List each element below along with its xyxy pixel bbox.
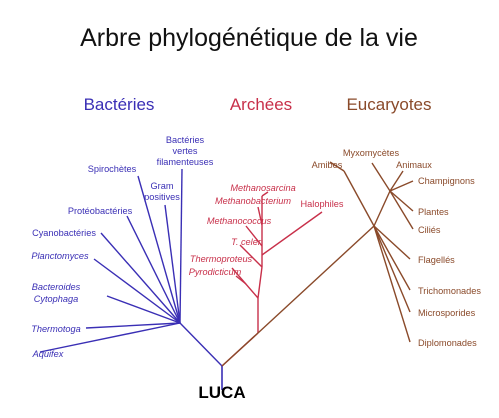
branch-champignons [389, 180, 414, 192]
branch-eukaryota-node [373, 190, 391, 227]
group-heading-eukaryota: Eucaryotes [346, 95, 431, 114]
branch-halophiles [261, 211, 323, 256]
diagram-title: Arbre phylogénétique de la vie [80, 24, 418, 52]
branch-bacteries-vertes [179, 168, 183, 324]
branch-thermotoga [85, 322, 181, 329]
leaf-bacteries-vertes-3: filamenteuses [157, 157, 214, 167]
branch-planctomyces [93, 258, 181, 324]
branch-spirochetes [137, 175, 181, 324]
branch-gram-positives [164, 204, 181, 324]
leaf-aquifex: Aquifex [32, 349, 64, 359]
leaf-bacteroides: Bacteroides [32, 282, 81, 292]
branch-methanosarcina [261, 191, 269, 197]
branch-diplomonades [373, 225, 411, 343]
branch-trichomonades [373, 225, 411, 291]
leaf-halophiles: Halophiles [301, 199, 344, 209]
leaf-amibes: Amibes [312, 160, 343, 170]
branch-bacteria-trunk [179, 322, 223, 367]
leaf-myxomycetes: Myxomycètes [343, 148, 400, 158]
leaf-diplomonades: Diplomonades [418, 338, 477, 348]
leaf-thermoproteus: Thermoproteus [190, 254, 253, 264]
branch-methanococcus [245, 225, 263, 247]
branch-cyanobacteries [100, 232, 181, 324]
branch-shared-trunk [221, 332, 259, 367]
branch-proteobacteries [126, 215, 181, 324]
branch-flagelles [373, 225, 411, 260]
leaf-spirochetes: Spirochètes [88, 164, 137, 174]
root-label-luca: LUCA [198, 383, 245, 402]
leaf-proteobacteries: Protéobactéries [68, 206, 133, 216]
leaf-gram-2: positives [144, 192, 180, 202]
leaf-cytophaga: Cytophaga [34, 294, 78, 304]
branch-amibes [343, 170, 375, 227]
leaf-cyanobacteries: Cyanobactéries [32, 228, 96, 238]
leaf-plantes: Plantes [418, 207, 449, 217]
leaf-trichomonades: Trichomonades [418, 286, 481, 296]
leaf-champignons: Champignons [418, 176, 475, 186]
branch-myxomycetes [371, 162, 391, 192]
group-heading-archaea: Archées [230, 95, 292, 114]
leaf-bacteries-vertes-2: vertes [172, 146, 197, 156]
branch-microsporides [373, 225, 411, 313]
branch-archaea-node [257, 266, 263, 299]
branch-bacteroides [106, 295, 181, 324]
leaf-pyrodicticum: Pyrodicticum [189, 267, 242, 277]
group-heading-bacteria: Bactéries [84, 95, 155, 114]
branch-aquifex [39, 322, 181, 353]
leaf-thermotoga: Thermotoga [31, 324, 81, 334]
leaf-bacteries-vertes-1: Bactéries [166, 135, 205, 145]
branch-cilies [389, 190, 414, 230]
branch-pyrodicticum [235, 275, 247, 285]
leaf-methanosarcina: Methanosarcina [230, 183, 295, 193]
leaf-animaux: Animaux [396, 160, 432, 170]
branch-amibes-tip [329, 161, 345, 172]
leaf-flagelles: Flagellés [418, 255, 455, 265]
branch-eukaryota-trunk [257, 225, 375, 334]
leaf-cilies: Ciliés [418, 225, 441, 235]
branch-plantes [389, 190, 414, 212]
branch-methanobacterium [257, 206, 263, 226]
bacteria-branches [39, 168, 223, 367]
branch-animaux [389, 170, 404, 192]
eukaryota-branches [221, 161, 414, 367]
eukaryota-labels: Myxomycètes Amibes Animaux Champignons P… [312, 148, 482, 348]
leaf-methanobacterium: Methanobacterium [215, 196, 291, 206]
bacteria-labels: Bactéries vertes filamenteuses Spirochèt… [31, 135, 214, 359]
leaf-t-celer: T. celer [231, 237, 262, 247]
leaf-gram-1: Gram [151, 181, 174, 191]
leaf-methanococcus: Methanococcus [207, 216, 272, 226]
leaf-microsporides: Microsporides [418, 308, 476, 318]
branch-t-celer [239, 244, 263, 268]
archaea-labels: Methanosarcina Methanobacterium Halophil… [189, 183, 344, 277]
leaf-planctomyces: Planctomyces [31, 251, 89, 261]
